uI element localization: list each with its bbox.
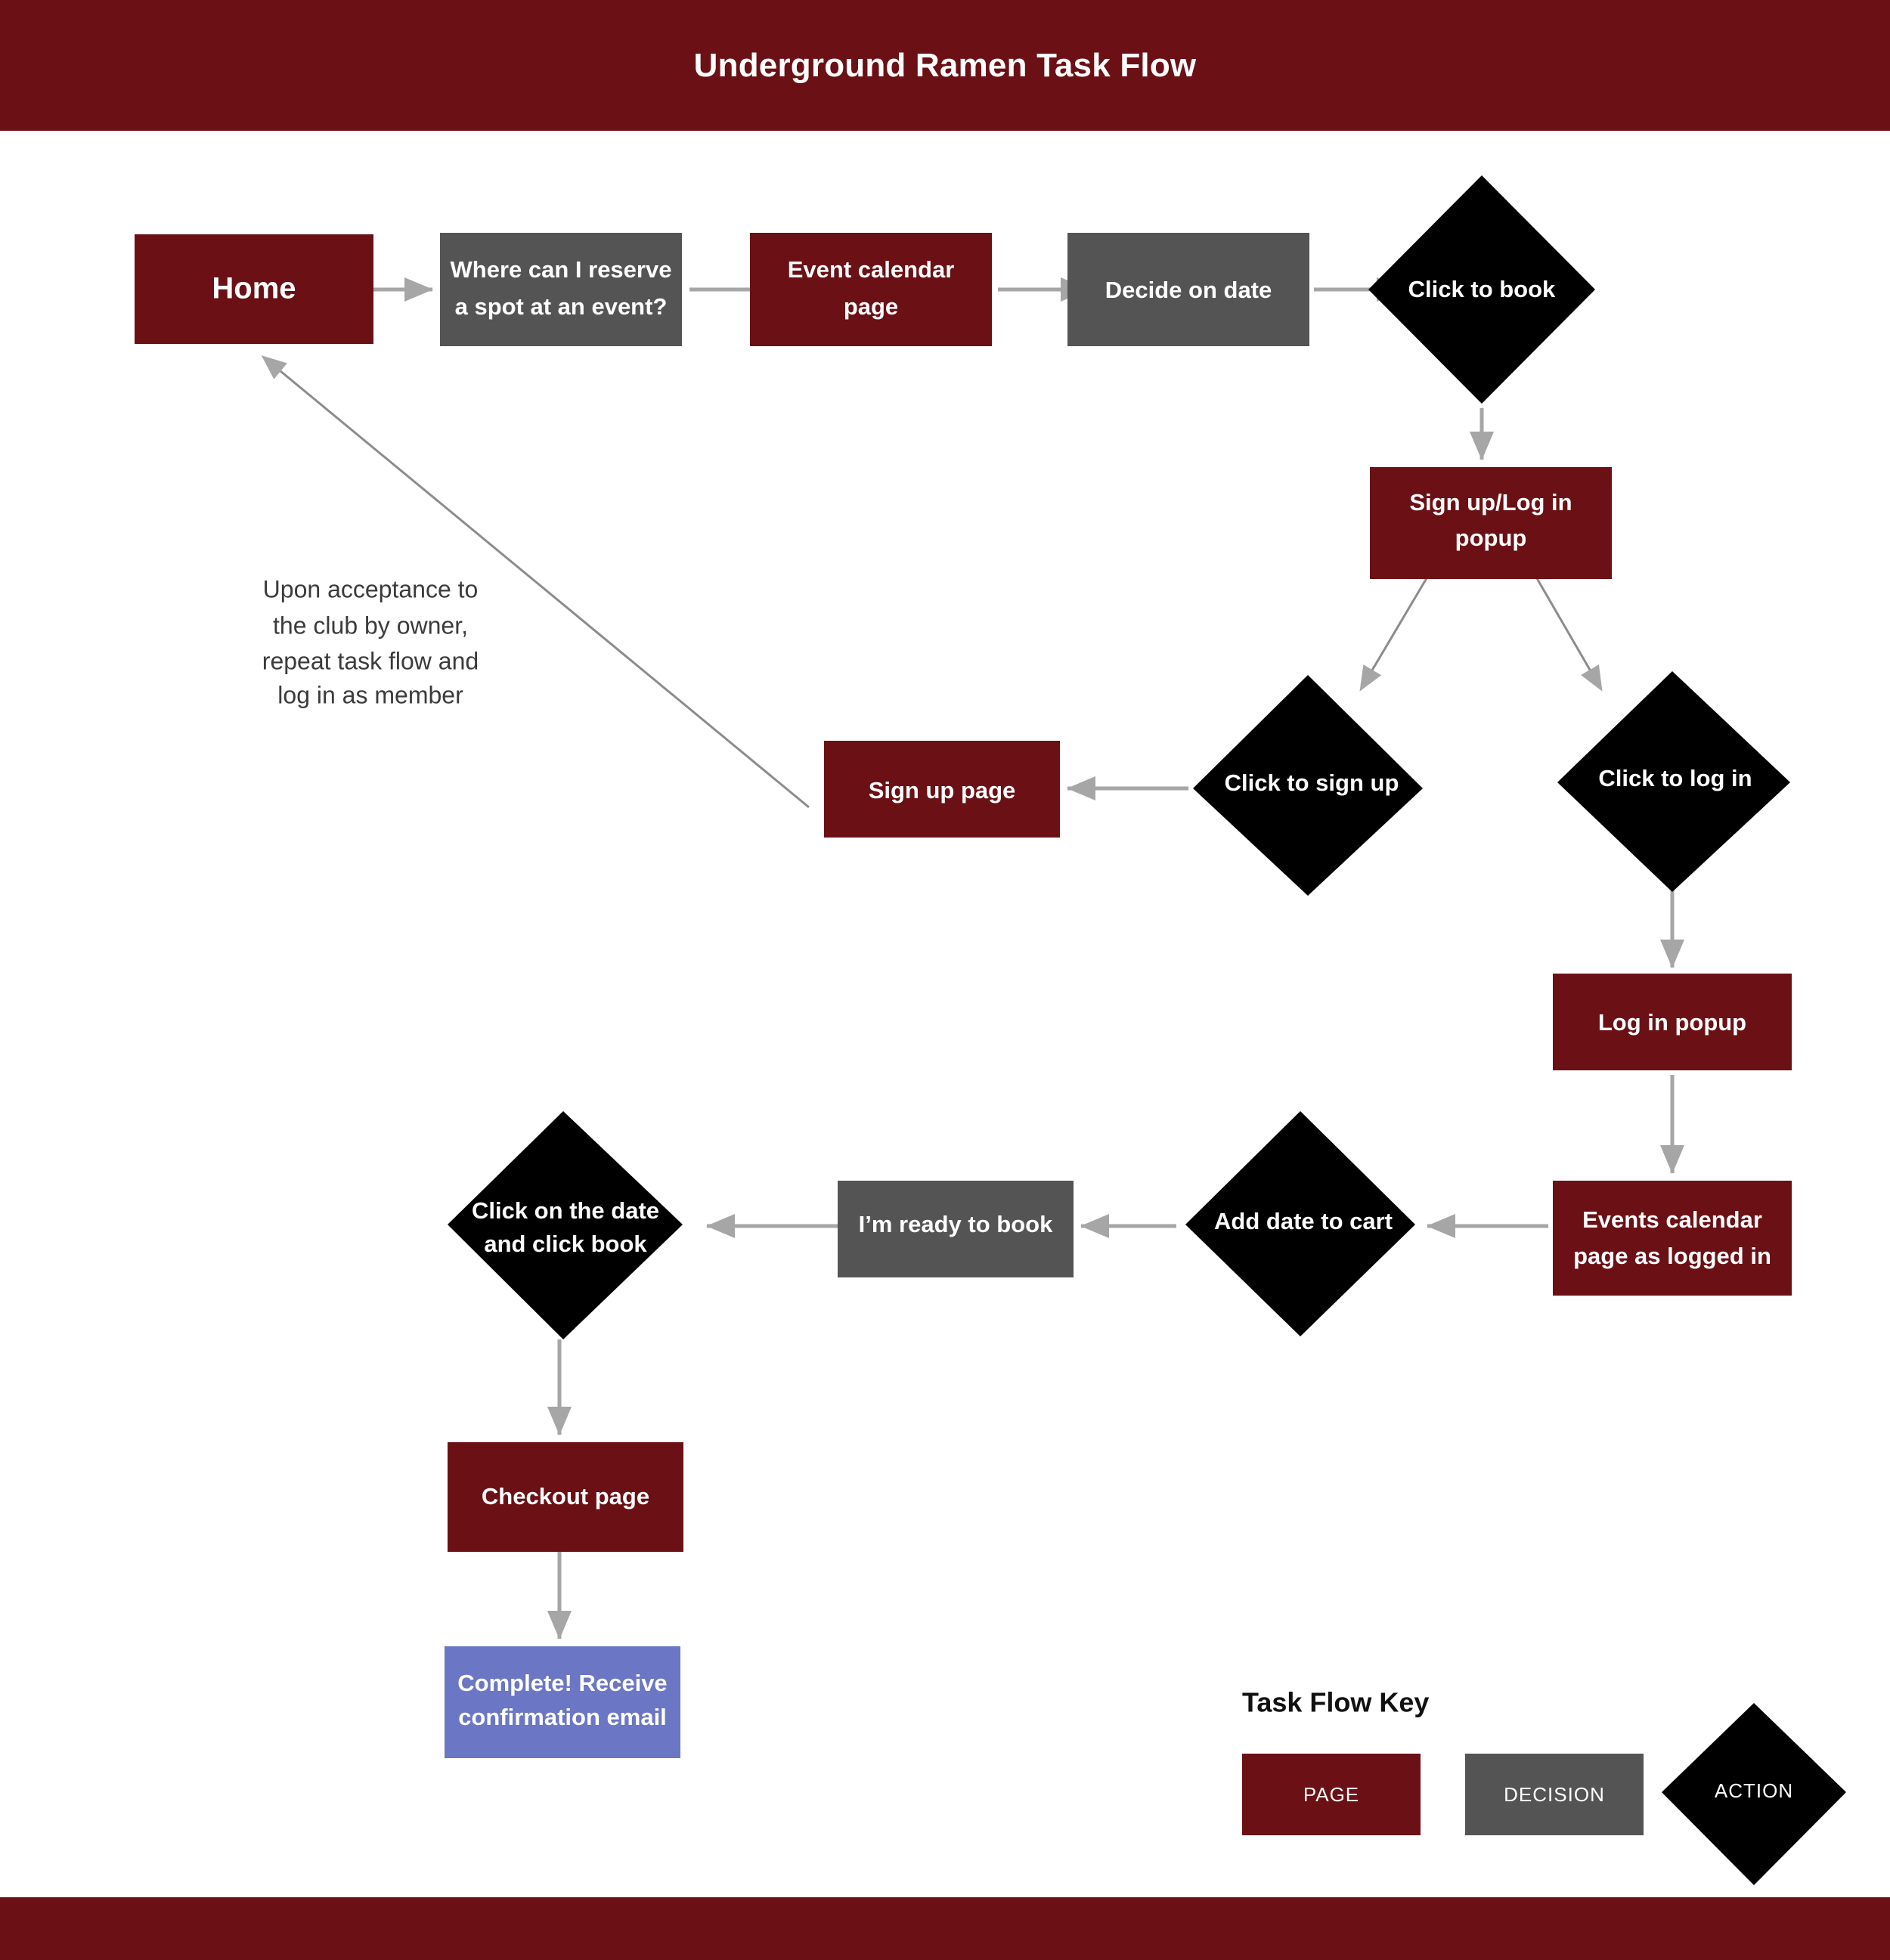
node-click-date-and-book-line1: Click on the date [472, 1197, 659, 1224]
key-item-decision: DECISION [1465, 1754, 1644, 1835]
edge-signuppage-to-home [261, 355, 810, 809]
node-complete-email-line2: confirmation email [458, 1704, 667, 1730]
node-click-sign-up[interactable]: Click to sign up [1193, 675, 1423, 896]
key-item-action: ACTION [1662, 1703, 1846, 1885]
node-signup-login-popup-line2: popup [1455, 525, 1527, 551]
node-sign-up-page-label: Sign up page [869, 777, 1016, 804]
node-event-calendar[interactable]: Event calendar page [750, 233, 992, 346]
node-click-to-book-label: Click to book [1408, 276, 1556, 302]
node-log-in-popup[interactable]: Log in popup [1553, 974, 1792, 1070]
node-checkout-page[interactable]: Checkout page [448, 1442, 683, 1552]
key-item-action-label: ACTION [1715, 1779, 1793, 1802]
edges [261, 277, 1685, 1640]
node-sign-up-page[interactable]: Sign up page [824, 741, 1060, 838]
node-checkout-page-label: Checkout page [482, 1483, 649, 1509]
node-where-reserve-line1: Where can I reserve [451, 256, 672, 283]
node-complete-email[interactable]: Complete! Receive confirmation email [445, 1646, 680, 1758]
node-click-log-in-label: Click to log in [1598, 765, 1752, 791]
node-home[interactable]: Home [135, 234, 373, 344]
key-title: Task Flow Key [1242, 1687, 1429, 1718]
node-signup-login-popup[interactable]: Sign up/Log in popup [1370, 467, 1612, 579]
annotation-line-1: Upon acceptance to [263, 575, 479, 602]
node-click-date-and-book[interactable]: Click on the date and click book [448, 1111, 683, 1339]
node-click-sign-up-label: Click to sign up [1225, 769, 1399, 796]
edge-popup-to-signup [1359, 574, 1430, 692]
annotation-line-3: repeat task flow and [262, 647, 479, 674]
node-where-reserve-line2: a spot at an event? [455, 293, 668, 320]
node-decide-date[interactable]: Decide on date [1067, 233, 1309, 346]
node-complete-email-line1: Complete! Receive [457, 1670, 667, 1696]
node-click-date-and-book-line2: and click book [484, 1231, 647, 1257]
key-item-page-label: PAGE [1303, 1783, 1359, 1806]
node-click-to-book[interactable]: Click to book [1368, 175, 1595, 404]
node-event-calendar-line2: page [844, 293, 898, 320]
key-item-page: PAGE [1242, 1754, 1421, 1835]
node-decide-date-label: Decide on date [1105, 277, 1272, 303]
node-home-label: Home [212, 272, 296, 305]
header-bar [0, 0, 1890, 131]
node-click-log-in[interactable]: Click to log in [1557, 671, 1790, 892]
node-where-reserve[interactable]: Where can I reserve a spot at an event? [440, 233, 682, 346]
node-add-date-to-cart-label: Add date to cart [1214, 1208, 1393, 1234]
node-events-calendar-logged-in[interactable]: Events calendar page as logged in [1553, 1181, 1792, 1296]
annotation-line-4: log in as member [277, 681, 463, 708]
footer-bar [0, 1897, 1890, 1960]
node-ready-to-book-label: I’m ready to book [859, 1211, 1053, 1237]
node-events-calendar-logged-in-line1: Events calendar [1582, 1206, 1762, 1233]
node-event-calendar-line1: Event calendar [788, 256, 955, 283]
task-flow-key: Task Flow Key PAGE DECISION ACTION [1242, 1687, 1846, 1885]
node-events-calendar-logged-in-line2: page as logged in [1573, 1243, 1771, 1269]
key-item-decision-label: DECISION [1504, 1783, 1605, 1806]
annotation-line-2: the club by owner, [273, 612, 468, 639]
edge-popup-to-login [1533, 574, 1603, 692]
node-add-date-to-cart[interactable]: Add date to cart [1185, 1111, 1415, 1336]
annotation-repeat-flow: Upon acceptance to the club by owner, re… [262, 575, 479, 708]
node-log-in-popup-label: Log in popup [1598, 1009, 1746, 1036]
node-ready-to-book[interactable]: I’m ready to book [838, 1181, 1074, 1277]
page-title: Underground Ramen Task Flow [693, 46, 1197, 84]
node-signup-login-popup-line1: Sign up/Log in [1409, 489, 1572, 516]
